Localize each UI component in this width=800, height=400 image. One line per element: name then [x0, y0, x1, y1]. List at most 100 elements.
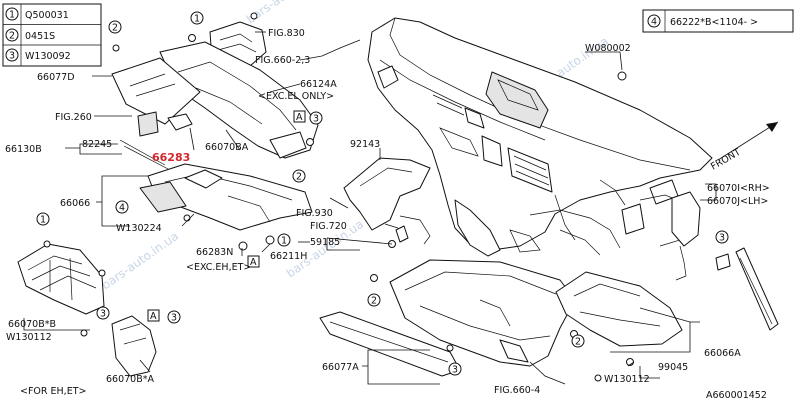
label-66077d: 66077D	[37, 72, 75, 83]
fasteners	[43, 12, 634, 382]
label-66070ba: 66070BA	[205, 142, 249, 153]
side-cover-66070ba-lower	[111, 315, 157, 377]
note-box: 4 66222*B<1104- >	[642, 9, 794, 33]
label-exc-el-only: <EXC.EL ONLY>	[258, 91, 334, 102]
label-66077a: 66077A	[322, 362, 359, 373]
callout-circle	[5, 28, 19, 42]
clip-icon	[617, 71, 627, 81]
legend-code: 0451S	[25, 31, 55, 42]
svg-text:3: 3	[100, 309, 106, 320]
instrument-panel	[367, 17, 713, 281]
svg-text:A: A	[250, 257, 257, 268]
svg-text:4: 4	[119, 203, 125, 214]
label-82245: 82245	[82, 139, 112, 150]
callout-2: 2	[292, 169, 306, 183]
callout-4: 4	[115, 200, 129, 214]
label-w130112: W130112	[604, 374, 650, 385]
label-66070b-b: 66070B*B	[8, 319, 56, 330]
note-frame	[642, 9, 794, 33]
callout-2: 2	[108, 20, 122, 34]
callout-circle	[5, 48, 19, 62]
callout-3: 3	[715, 230, 729, 244]
label-92143: 92143	[350, 139, 380, 150]
label-66070b-a: 66070B*A	[106, 374, 154, 385]
label-fig660-4: FIG.660-4	[494, 385, 540, 396]
svg-text:2: 2	[112, 23, 118, 34]
front-label: FRONT	[709, 147, 743, 173]
lower-cover-66066	[139, 163, 313, 231]
screw-icon	[370, 274, 378, 282]
bracket-fig720	[395, 215, 431, 245]
callout-A: A	[147, 309, 160, 322]
legend-code: W130092	[25, 51, 71, 62]
legend-row: 2 0451S	[5, 28, 55, 42]
label-66070j-lh: 66070J<LH>	[707, 196, 768, 207]
screw-icon	[250, 12, 258, 20]
arrow-head-icon	[766, 122, 778, 132]
leader-lines	[23, 31, 717, 385]
svg-text:1: 1	[194, 14, 200, 25]
label-fig930: FIG.930	[296, 208, 333, 219]
label-66070i-rh: 66070I<RH>	[707, 183, 770, 194]
svg-text:A: A	[296, 112, 303, 123]
screw-icon	[80, 329, 88, 337]
legend-frame	[2, 3, 102, 67]
part-labels: FIG.830 FIG.660-2,3 66077D 66124A <EXC.E…	[5, 28, 770, 400]
front-direction-arrow: FRONT	[709, 121, 779, 173]
clip-icon	[265, 235, 275, 245]
screw-icon	[188, 34, 196, 42]
callout-3: 3	[96, 306, 110, 320]
diagram-code: A660001452	[706, 390, 767, 400]
callout-circle	[5, 7, 19, 21]
label-66066: 66066	[60, 198, 90, 209]
label-w130224: W130224	[116, 223, 162, 234]
label-for-eh-et: <FOR EH,ET>	[20, 386, 86, 397]
label-59185: 59185	[310, 237, 340, 248]
note-text: 66222*B<1104- >	[670, 17, 758, 28]
callout-2: 2	[571, 334, 585, 348]
svg-text:2: 2	[575, 337, 581, 348]
callout-A: A	[293, 110, 306, 123]
callout-circle	[647, 14, 661, 28]
label-exc-eh-et: <EXC.EH,ET>	[186, 262, 251, 273]
front-arrow-shaft	[717, 121, 779, 161]
legend-num: 3	[9, 51, 15, 62]
note-num: 4	[651, 17, 657, 28]
label-66066a: 66066A	[704, 348, 741, 359]
callout-2: 2	[367, 293, 381, 307]
callouts: 1 2 3 2 4 1 1 3 3 2 2 3 3 A A A	[36, 11, 729, 376]
callout-3: 3	[448, 362, 462, 376]
duct-92143	[343, 157, 431, 231]
screw-icon	[43, 240, 51, 248]
label-w130112: W130112	[6, 332, 52, 343]
clip-icon	[238, 241, 248, 251]
legend-num: 1	[9, 10, 15, 21]
svg-text:1: 1	[281, 236, 287, 247]
side-trim-66070i	[715, 247, 779, 331]
clip-icon	[446, 344, 454, 352]
side-cover-66070bb	[17, 243, 105, 315]
label-66283n: 66283N	[196, 247, 233, 258]
callout-1: 1	[277, 233, 291, 247]
label-66124a: 66124A	[300, 79, 337, 90]
callout-3: 3	[309, 111, 323, 125]
svg-text:3: 3	[313, 114, 319, 125]
screw-icon	[594, 374, 602, 382]
label-fig260: FIG.260	[55, 112, 92, 123]
screw-icon	[306, 138, 314, 146]
svg-text:2: 2	[371, 296, 377, 307]
legend-table: 1 Q500031 2 0451S 3 W130092	[2, 3, 102, 67]
callout-3: 3	[167, 310, 181, 324]
legend-row: 3 W130092	[5, 48, 71, 62]
legend-num: 2	[9, 31, 15, 42]
label-fig660-23: FIG.660-2,3	[255, 55, 310, 66]
callout-A: A	[247, 255, 260, 268]
svg-text:3: 3	[171, 313, 177, 324]
label-66211h: 66211H	[270, 251, 307, 262]
label-fig720: FIG.720	[310, 221, 347, 232]
svg-text:1: 1	[40, 215, 46, 226]
clip-icon	[183, 214, 191, 222]
legend-code: Q500031	[25, 10, 69, 21]
label-66283-highlighted: 66283	[152, 151, 190, 164]
